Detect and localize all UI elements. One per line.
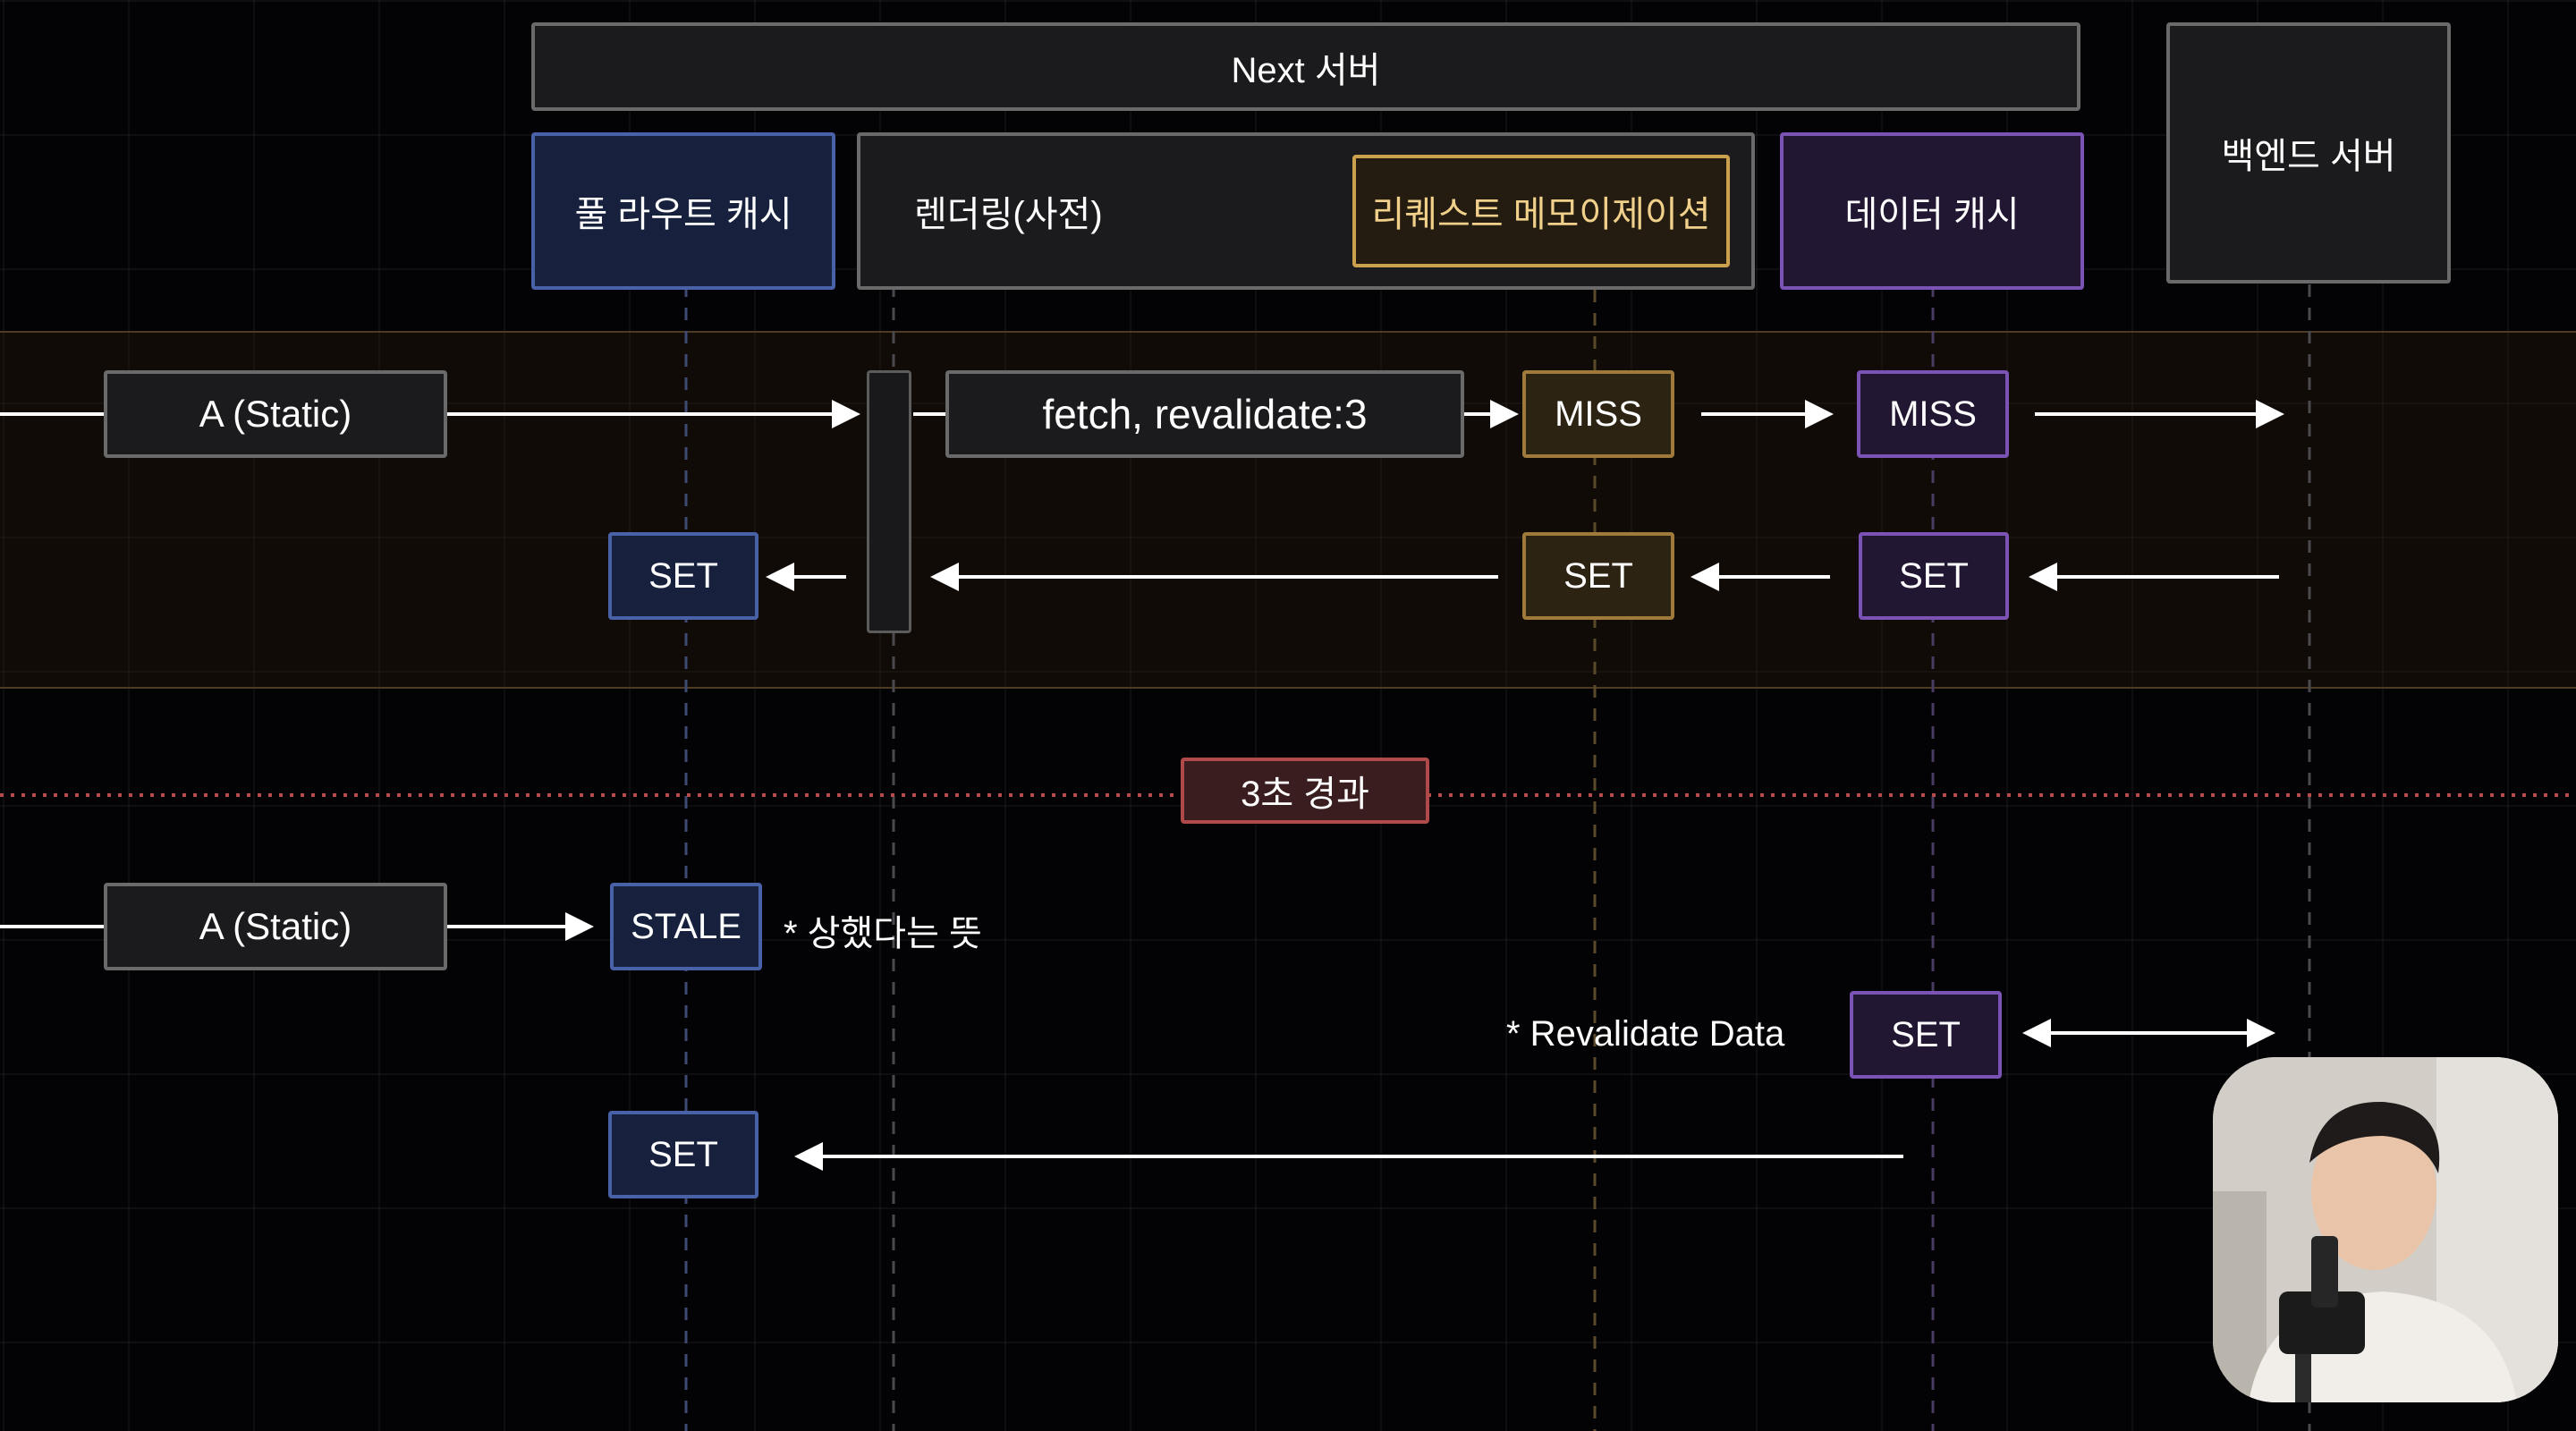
full-route-set-label: SET [648, 555, 718, 596]
revalidate-note: * Revalidate Data [1506, 1014, 1785, 1054]
revalidate-data-set-label: SET [1891, 1014, 1961, 1054]
full-route-set-badge: SET [608, 532, 758, 620]
first-request-page-box: A (Static) [104, 370, 447, 458]
request-memoization-header: 리퀘스트 메모이제이션 [1352, 155, 1730, 267]
memo-set-label: SET [1563, 555, 1633, 596]
second-full-route-set-badge: SET [608, 1111, 758, 1198]
timer-badge: 3초 경과 [1181, 758, 1429, 824]
full-route-cache-label: 풀 라우트 캐시 [574, 195, 792, 234]
data-set-badge: SET [1859, 532, 2009, 620]
second-request-page-label: A (Static) [199, 905, 352, 947]
presenter-webcam [2213, 1057, 2558, 1402]
memo-set-badge: SET [1522, 532, 1674, 620]
timer-label: 3초 경과 [1241, 775, 1369, 814]
next-server-label: Next 서버 [1231, 50, 1381, 90]
rendering-activation-bar [867, 370, 911, 633]
data-cache-header: 데이터 캐시 [1780, 132, 2084, 290]
memo-miss-label: MISS [1555, 394, 1642, 434]
first-request-page-label: A (Static) [199, 393, 352, 435]
rendering-label: 렌더링(사전) [914, 195, 1103, 234]
data-miss-label: MISS [1889, 394, 1977, 434]
stale-note: * 상했다는 뜻 [784, 914, 982, 953]
data-cache-label: 데이터 캐시 [1844, 195, 2020, 234]
stale-label: STALE [631, 906, 741, 946]
second-request-page-box: A (Static) [104, 883, 447, 970]
fetch-box: fetch, revalidate:3 [945, 370, 1464, 458]
stale-badge: STALE [610, 883, 762, 970]
presenter-avatar [2213, 1057, 2558, 1402]
request-memoization-label: 리퀘스트 메모이제이션 [1371, 195, 1711, 234]
next-server-header: Next 서버 [531, 22, 2080, 111]
second-full-route-set-label: SET [648, 1134, 718, 1174]
fetch-label: fetch, revalidate:3 [1042, 391, 1368, 437]
data-miss-badge: MISS [1857, 370, 2009, 458]
backend-server-header: 백엔드 서버 [2166, 22, 2451, 284]
revalidate-data-set-badge: SET [1850, 991, 2002, 1079]
backend-server-label: 백엔드 서버 [2221, 137, 2396, 176]
data-set-label: SET [1899, 555, 1969, 596]
full-route-cache-header: 풀 라우트 캐시 [531, 132, 835, 290]
memo-miss-badge: MISS [1522, 370, 1674, 458]
